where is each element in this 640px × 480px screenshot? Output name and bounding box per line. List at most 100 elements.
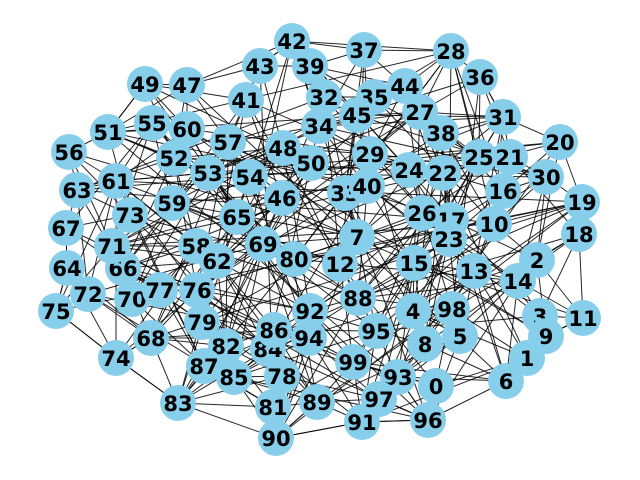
node-37: 37: [346, 32, 382, 68]
node-circle: [264, 358, 300, 394]
node-62: 62: [199, 243, 235, 279]
node-label: 71: [97, 235, 126, 259]
node-circle: [565, 300, 601, 336]
node-label: 56: [54, 141, 83, 165]
node-circle: [461, 139, 497, 175]
node-circle: [258, 420, 294, 456]
node-circle: [434, 291, 470, 327]
node-circle: [98, 163, 134, 199]
edge: [450, 50, 504, 192]
node-circle: [361, 381, 397, 417]
node-53: 53: [190, 155, 226, 191]
node-circle: [160, 385, 196, 421]
node-label: 70: [117, 288, 146, 312]
node-38: 38: [423, 115, 459, 151]
node-label: 62: [202, 250, 231, 274]
node-circle: [59, 172, 95, 208]
node-label: 36: [465, 66, 494, 90]
node-circle: [291, 320, 327, 356]
node-label: 18: [564, 223, 593, 247]
node-circle: [216, 359, 252, 395]
node-circle: [346, 32, 382, 68]
node-circle: [169, 111, 205, 147]
edge: [536, 141, 561, 261]
node-56: 56: [51, 134, 87, 170]
node-13: 13: [456, 253, 492, 289]
node-9: 9: [528, 318, 564, 354]
node-label: 7: [350, 226, 365, 250]
node-label: 80: [279, 248, 308, 272]
node-label: 40: [352, 175, 381, 199]
node-label: 92: [295, 300, 324, 324]
node-18: 18: [561, 216, 597, 252]
node-label: 9: [539, 325, 554, 349]
node-51: 51: [90, 114, 126, 150]
node-circle: [431, 221, 467, 257]
node-circle: [293, 145, 329, 181]
node-75: 75: [38, 293, 74, 329]
node-label: 78: [267, 365, 296, 389]
node-83: 83: [160, 385, 196, 421]
node-label: 76: [182, 279, 211, 303]
node-label: 96: [413, 409, 442, 433]
node-40: 40: [349, 168, 385, 204]
node-label: 45: [342, 104, 371, 128]
node-label: 73: [115, 204, 144, 228]
node-label: 2: [530, 249, 545, 273]
node-label: 23: [434, 228, 463, 252]
node-circle: [528, 159, 564, 195]
node-5: 5: [442, 318, 478, 354]
edge: [413, 111, 421, 264]
node-74: 74: [98, 340, 134, 376]
node-label: 42: [277, 30, 306, 54]
node-label: 8: [418, 333, 433, 357]
node-8: 8: [407, 326, 443, 362]
node-circle: [433, 33, 469, 69]
node-circle: [339, 97, 375, 133]
node-circle: [423, 115, 459, 151]
node-label: 87: [189, 355, 218, 379]
node-label: 48: [268, 137, 297, 161]
node-23: 23: [431, 221, 467, 257]
node-label: 16: [488, 180, 517, 204]
node-95: 95: [358, 313, 394, 349]
node-circle: [265, 130, 301, 166]
node-7: 7: [339, 219, 375, 255]
node-label: 14: [503, 270, 532, 294]
node-circle: [396, 245, 432, 281]
node-label: 89: [302, 391, 331, 415]
node-label: 90: [261, 427, 290, 451]
node-label: 11: [568, 307, 597, 331]
node-label: 54: [235, 166, 264, 190]
node-79: 79: [184, 304, 220, 340]
node-label: 10: [479, 213, 508, 237]
node-73: 73: [112, 197, 148, 233]
node-28: 28: [433, 33, 469, 69]
node-circle: [407, 326, 443, 362]
node-circle: [418, 368, 454, 404]
node-circle: [391, 152, 427, 188]
node-0: 0: [418, 368, 454, 404]
node-32: 32: [306, 79, 342, 115]
node-circle: [199, 243, 235, 279]
node-60: 60: [169, 111, 205, 147]
node-label: 15: [399, 252, 428, 276]
node-label: 39: [295, 55, 324, 79]
node-label: 99: [338, 351, 367, 375]
node-label: 46: [267, 187, 296, 211]
node-label: 28: [436, 40, 465, 64]
node-50: 50: [293, 145, 329, 181]
node-label: 26: [407, 202, 436, 226]
node-11: 11: [565, 300, 601, 336]
node-label: 53: [193, 162, 222, 186]
node-label: 34: [304, 115, 333, 139]
node-67: 67: [48, 210, 84, 246]
node-circle: [488, 363, 524, 399]
node-43: 43: [242, 48, 278, 84]
node-label: 81: [258, 396, 287, 420]
edge: [107, 131, 368, 187]
node-label: 44: [390, 75, 419, 99]
node-94: 94: [291, 320, 327, 356]
edge: [186, 40, 293, 86]
node-39: 39: [292, 48, 328, 84]
